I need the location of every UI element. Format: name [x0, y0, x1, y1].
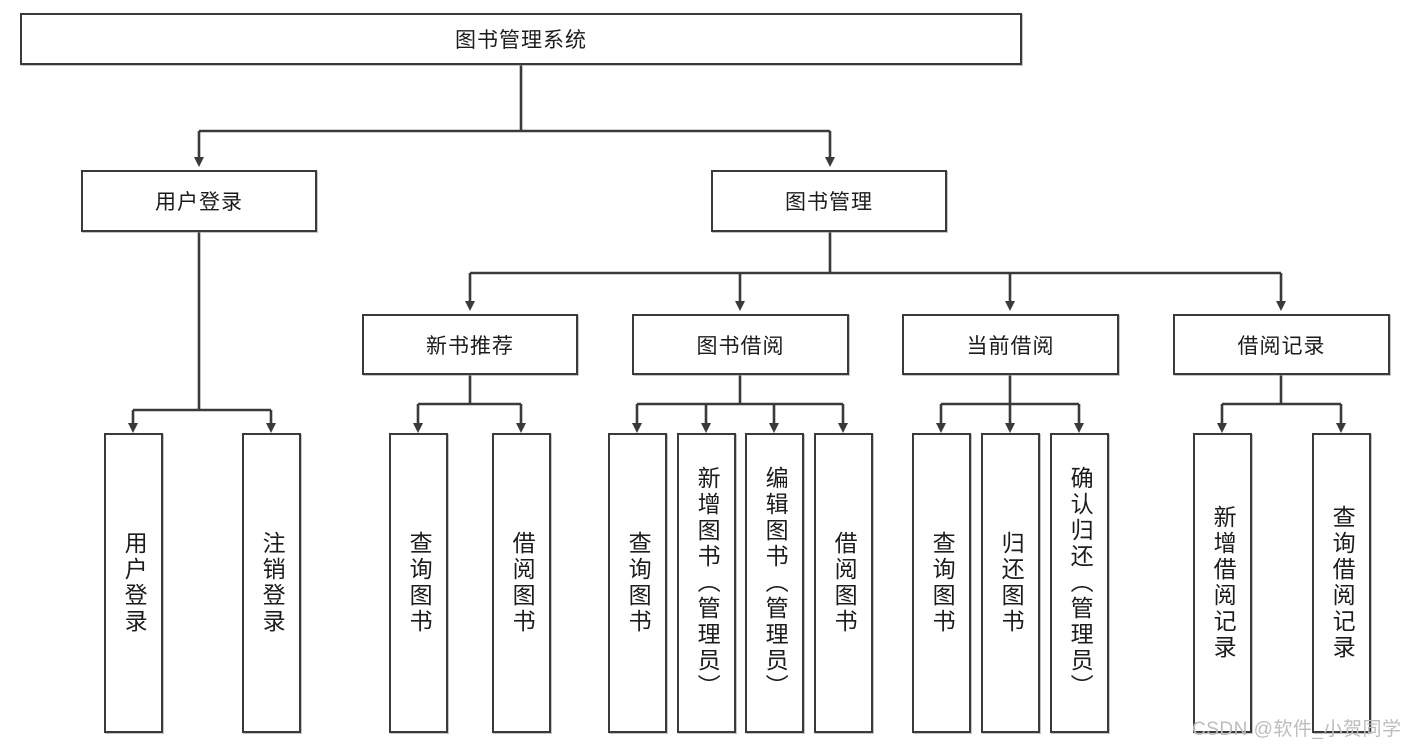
node-current-borrow[interactable]: 当前借阅: [902, 314, 1119, 375]
node-label: 确认归还（管理员）: [1067, 466, 1094, 700]
node-book-manage[interactable]: 图书管理: [711, 170, 947, 232]
node-label: 新增借阅记录: [1210, 505, 1237, 661]
node-label: 图书管理系统: [455, 29, 587, 52]
leaf-user-login[interactable]: 用户登录: [104, 433, 163, 733]
node-label: 编辑图书（管理员）: [762, 466, 789, 700]
leaf-return-book[interactable]: 归还图书: [981, 433, 1040, 733]
node-label: 查询图书: [406, 531, 433, 635]
node-label: 图书管理: [785, 191, 873, 214]
node-label: 新书推荐: [426, 334, 514, 358]
node-label: 当前借阅: [966, 334, 1055, 358]
node-label: 注销登录: [259, 531, 286, 635]
node-label: 查询图书: [625, 531, 652, 635]
leaf-edit-book[interactable]: 编辑图书（管理员）: [745, 433, 804, 733]
leaf-borrow-book-2[interactable]: 借阅图书: [814, 433, 873, 733]
node-borrow-record[interactable]: 借阅记录: [1173, 314, 1390, 375]
node-label: 用户登录: [121, 531, 148, 635]
leaf-query-book-2[interactable]: 查询图书: [608, 433, 667, 733]
node-book-borrow[interactable]: 图书借阅: [632, 314, 849, 375]
leaf-add-book[interactable]: 新增图书（管理员）: [677, 433, 736, 733]
node-new-book-recommend[interactable]: 新书推荐: [362, 314, 578, 375]
watermark-text: CSDN @软件_小贺同学: [1192, 719, 1402, 740]
leaf-query-record[interactable]: 查询借阅记录: [1312, 433, 1371, 733]
node-label: 查询借阅记录: [1329, 505, 1356, 661]
node-label: 借阅记录: [1237, 334, 1326, 358]
node-label: 归还图书: [998, 531, 1025, 635]
node-label: 用户登录: [155, 191, 243, 214]
node-label: 图书借阅: [696, 334, 785, 358]
leaf-confirm-return[interactable]: 确认归还（管理员）: [1050, 433, 1109, 733]
node-root-book-management-system[interactable]: 图书管理系统: [20, 13, 1022, 65]
leaf-add-record[interactable]: 新增借阅记录: [1193, 433, 1252, 733]
leaf-query-book-3[interactable]: 查询图书: [912, 433, 971, 733]
node-user-login[interactable]: 用户登录: [81, 170, 317, 232]
leaf-logout-login[interactable]: 注销登录: [242, 433, 301, 733]
node-label: 借阅图书: [509, 531, 536, 635]
node-label: 查询图书: [929, 531, 956, 635]
node-label: 借阅图书: [831, 531, 858, 635]
node-label: 新增图书（管理员）: [694, 466, 721, 700]
leaf-borrow-book-1[interactable]: 借阅图书: [492, 433, 551, 733]
leaf-query-book-1[interactable]: 查询图书: [389, 433, 448, 733]
